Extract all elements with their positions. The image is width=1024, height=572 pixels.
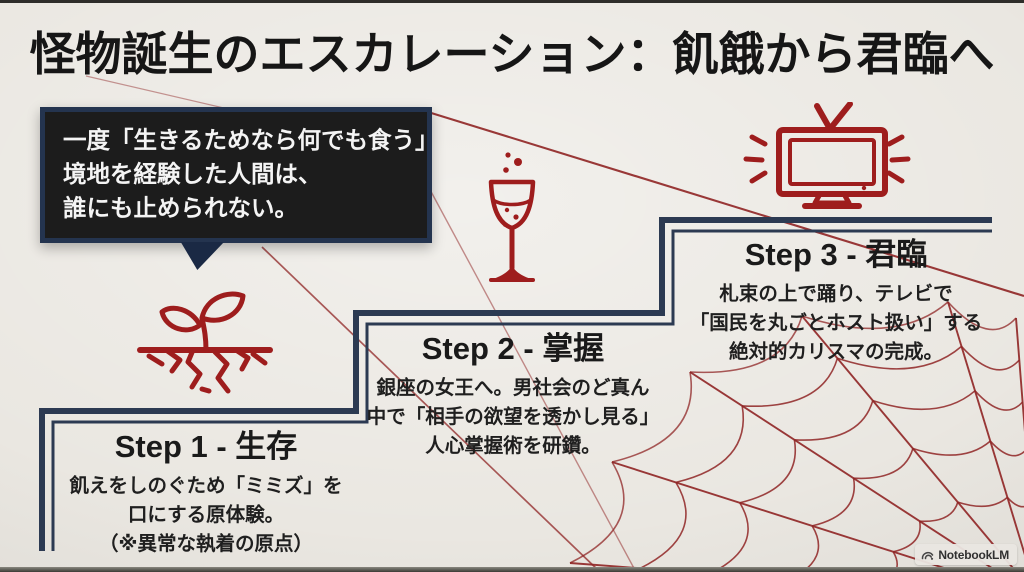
page-title: 怪物誕生のエスカレーション：飢餓から君臨へ [29, 29, 995, 80]
sprout-icon [137, 291, 273, 394]
step-1-heading: Step 1 - 生存 [114, 429, 298, 464]
callout-line: 一度「生きるためなら何でも食う」 [63, 127, 439, 153]
watermark-label: NotebookLM [938, 547, 1009, 562]
step-2-line: 中で「相手の欲望を透かし見る」 [366, 406, 660, 428]
frame-band-top [0, 0, 1024, 3]
callout-line: 誰にも止められない。 [63, 195, 298, 221]
callout-line: 境地を経験した人間は、 [63, 161, 322, 187]
step-3-line: 絶対的カリスマの完成。 [729, 341, 943, 363]
step-3-block: Step 3 - 君臨 札束の上で踊り、テレビで 「国民を丸ごとホスト扱い」する… [674, 236, 998, 367]
watermark-badge: NotebookLM [915, 544, 1017, 565]
step-2-line: 銀座の女王へ。男社会のど真ん [376, 377, 650, 399]
step-3-line: 札束の上で踊り、テレビで [719, 283, 953, 305]
step-1-line: 口にする原体験。 [127, 504, 285, 526]
tv-icon [743, 102, 911, 209]
step-2-heading: Step 2 - 掌握 [421, 331, 605, 366]
notebooklm-logo-icon [922, 551, 934, 560]
step-1-line: 飢えをしのぐため「ミミズ」を [69, 475, 343, 497]
champagne-glass-icon [488, 152, 536, 282]
staircase-outer-line [39, 217, 992, 551]
frame-band-bottom [0, 567, 1024, 572]
step-2-line: 人心掌握術を研鑽。 [425, 435, 601, 457]
step-3-line: 「国民を丸ごとホスト扱い」する [689, 312, 983, 334]
step-3-heading: Step 3 - 君臨 [744, 237, 928, 272]
step-2-block: Step 2 - 掌握 銀座の女王へ。男社会のど真ん 中で「相手の欲望を透かし見… [352, 330, 674, 461]
step-1-line: （※異常な執着の原点） [99, 533, 313, 555]
step-1-block: Step 1 - 生存 飢えをしのぐため「ミミズ」を 口にする原体験。 （※異常… [30, 428, 382, 559]
staircase-inner-line [51, 229, 992, 551]
callout-box: 一度「生きるためなら何でも食う」 境地を経験した人間は、 誰にも止められない。 [40, 107, 439, 243]
